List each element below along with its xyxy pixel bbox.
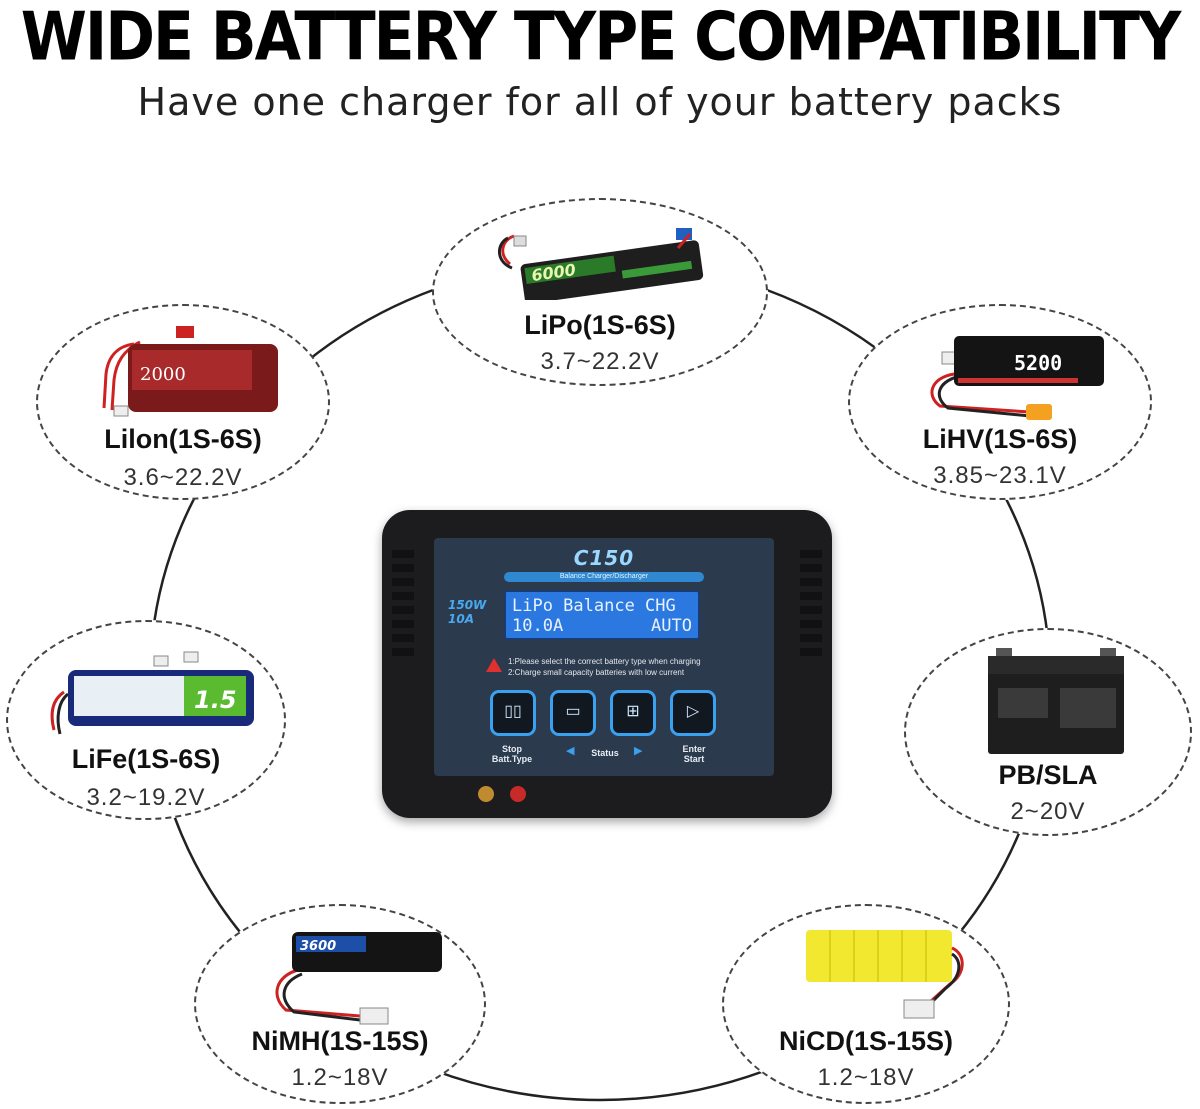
- left-vents: [392, 550, 414, 656]
- life-capacity-text: 1.5: [194, 686, 237, 714]
- status-label: Status: [591, 748, 619, 758]
- bubble-nimh: 3600 NiMH(1S-15S) 1.2~18V: [194, 904, 486, 1104]
- pbsla-name: PB/SLA: [998, 760, 1098, 790]
- nimh-voltage: 1.2~18V: [291, 1064, 389, 1091]
- left-arrow-icon: ◀: [566, 745, 575, 757]
- enter-button[interactable]: ▷: [670, 690, 716, 736]
- bubble-lihv: 5200 LiHV(1S-6S) 3.85~23.1V: [848, 304, 1152, 500]
- lipo-name: LiPo(1S-6S): [524, 310, 676, 340]
- warning-line-1: 1:Please select the correct battery type…: [508, 657, 701, 666]
- nimh-name: NiMH(1S-15S): [251, 1026, 429, 1056]
- nicd-battery-image: [806, 930, 964, 1019]
- nimh-battery-image: 3600: [275, 932, 442, 1025]
- batt-type-label: Batt.Type: [491, 754, 533, 764]
- life-name: LiFe(1S-6S): [71, 744, 221, 774]
- lihv-name: LiHV(1S-6S): [922, 424, 1078, 454]
- liion-battery-image: 2000: [102, 326, 278, 417]
- lipo-battery-image: 6000: [498, 228, 704, 300]
- charger-logo: C150: [573, 546, 635, 570]
- life-battery-image: 1.5: [50, 651, 254, 735]
- bubble-life: 1.5 LiFe(1S-6S) 3.2~19.2V: [6, 620, 286, 820]
- lcd-line1: LiPo Balance CHG: [512, 596, 676, 616]
- start-label: Start: [683, 754, 705, 764]
- subheadline: Have one charger for all of your battery…: [137, 80, 1063, 124]
- inc-button[interactable]: ⊞: [610, 690, 656, 736]
- stop-button-label: Stop Batt.Type: [484, 744, 540, 764]
- lihv-voltage: 3.85~23.1V: [933, 462, 1067, 489]
- dec-button[interactable]: ▭: [550, 690, 596, 736]
- lihv-battery-image: 5200: [930, 336, 1104, 420]
- pbsla-voltage: 2~20V: [1010, 798, 1086, 825]
- enter-label: Enter: [682, 744, 706, 754]
- bubble-lipo: 6000 LiPo(1S-6S) 3.7~22.2V: [432, 198, 768, 386]
- right-arrow-icon: ▶: [634, 745, 643, 757]
- nimh-capacity-text: 3600: [300, 939, 336, 954]
- liion-capacity-text: 2000: [140, 364, 186, 385]
- nicd-voltage: 1.2~18V: [817, 1064, 915, 1091]
- control-panel: C150 Balance Charger/Discharger 150W 10A…: [434, 538, 774, 776]
- port-positive: [510, 786, 526, 802]
- lcd-line2-left: 10.0A: [512, 616, 564, 636]
- spec-current: 10A: [448, 612, 474, 626]
- lihv-capacity-text: 5200: [1014, 351, 1062, 375]
- liion-name: Lilon(1S-6S): [104, 424, 262, 454]
- nicd-name: NiCD(1S-15S): [778, 1026, 954, 1056]
- bubble-liion: 2000 Lilon(1S-6S) 3.6~22.2V: [36, 304, 330, 500]
- stop-button[interactable]: ▯▯: [490, 690, 536, 736]
- lcd-line2-right: AUTO: [651, 616, 692, 636]
- warning-text: 1:Please select the correct battery type…: [508, 656, 701, 678]
- port-negative: [478, 786, 494, 802]
- life-voltage: 3.2~19.2V: [86, 784, 206, 811]
- bubble-nicd: NiCD(1S-15S) 1.2~18V: [722, 904, 1010, 1104]
- lipo-voltage: 3.7~22.2V: [540, 348, 660, 375]
- right-vents: [800, 550, 822, 656]
- liion-voltage: 3.6~22.2V: [123, 464, 243, 491]
- stop-label: Stop: [502, 744, 522, 754]
- bubble-pbsla: PB/SLA 2~20V: [904, 628, 1192, 836]
- pbsla-battery-image: [988, 648, 1124, 754]
- lcd-display: LiPo Balance CHG 10.0A AUTO: [504, 590, 700, 640]
- headline: WIDE BATTERY TYPE COMPATIBILITY: [20, 0, 1182, 77]
- enter-button-label: Enter Start: [666, 744, 722, 764]
- charger-spec: 150W 10A: [448, 598, 486, 626]
- warning-line-2: 2:Charge small capacity batteries with l…: [508, 668, 685, 677]
- charger-device: C150 Balance Charger/Discharger 150W 10A…: [382, 510, 832, 818]
- warning-icon: [486, 658, 502, 672]
- spec-power: 150W: [448, 598, 487, 612]
- charger-logo-subtitle: Balance Charger/Discharger: [504, 572, 704, 582]
